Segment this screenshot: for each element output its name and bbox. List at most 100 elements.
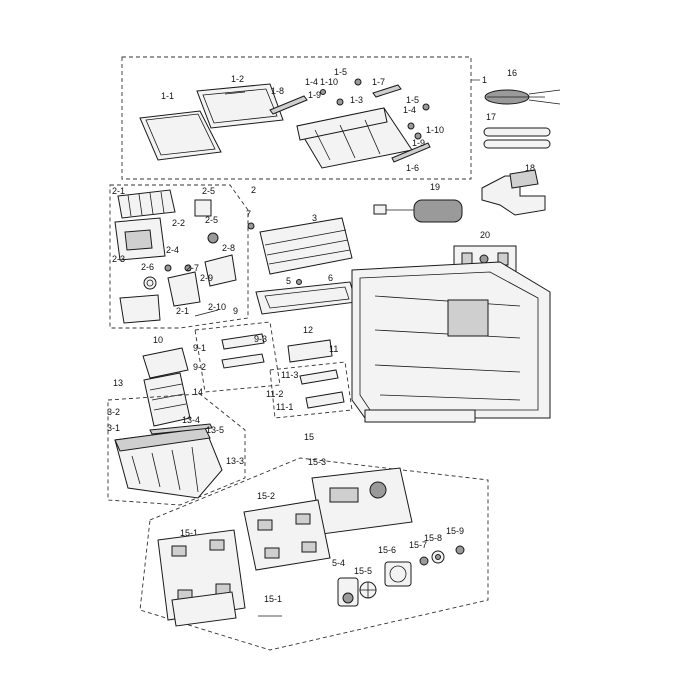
label-19: 19 <box>430 182 440 192</box>
label-9-3: 9-3 <box>254 334 267 344</box>
part-11-1[interactable] <box>305 391 345 409</box>
drain-heater-17[interactable] <box>483 127 551 149</box>
label-1-3: 1-3 <box>350 95 363 105</box>
label-15-7: 15-7 <box>409 540 427 550</box>
label-2-10: 2-10 <box>208 302 226 312</box>
label-2-6: 2-6 <box>141 262 154 272</box>
label-14: 14 <box>193 387 203 397</box>
label-11-2: 11-2 <box>266 389 283 399</box>
ice-maker-cover[interactable] <box>167 271 201 307</box>
label-11-1: 11-1 <box>276 402 293 412</box>
label-5: 5 <box>286 276 291 286</box>
label-1-9b: 1-9 <box>412 138 425 148</box>
label-1-10a: 1-10 <box>320 77 338 87</box>
label-1-4a: 1-4 <box>305 77 318 87</box>
label-15-9: 15-9 <box>446 526 464 536</box>
door-rail-lower[interactable] <box>391 142 431 163</box>
label-1-5a: 1-5 <box>334 67 347 77</box>
label-7: 7 <box>246 209 251 219</box>
ice-tray-assembly[interactable] <box>117 189 176 219</box>
label-15-2: 15-2 <box>257 491 275 501</box>
label-1: 1 <box>482 75 487 85</box>
evaporator-coil[interactable] <box>259 217 353 275</box>
label-20: 20 <box>480 230 490 240</box>
door-handle-bar[interactable] <box>372 84 402 98</box>
fan-motor-15-4[interactable] <box>337 577 359 607</box>
part-12[interactable] <box>287 339 333 363</box>
label-1-7: 1-7 <box>372 77 385 87</box>
drain-pan-6[interactable] <box>255 281 357 315</box>
label-15-5: 15-5 <box>354 566 372 576</box>
group-1-dashed-boundary <box>121 56 472 180</box>
cap-screws <box>320 78 430 140</box>
label-2-3: 2-3 <box>112 254 125 264</box>
ice-auger-part[interactable] <box>143 276 157 290</box>
ice-maker-module[interactable] <box>204 254 237 287</box>
label-9-1: 9-1 <box>193 343 206 353</box>
label-11-3: 11-3 <box>281 370 298 380</box>
label-9-2: 9-2 <box>193 362 206 372</box>
bushing-15-8[interactable] <box>431 550 445 564</box>
cap-15-9[interactable] <box>455 545 465 555</box>
ice-maker-motor-housing[interactable] <box>114 217 166 261</box>
control-panel-15-2[interactable] <box>243 499 331 571</box>
label-13-3: 13-3 <box>226 456 244 466</box>
label-1-1: 1-1 <box>161 91 174 101</box>
label-1-9a: 1-9 <box>308 90 321 100</box>
label-1-6: 1-6 <box>406 163 419 173</box>
label-2: 2 <box>251 185 256 195</box>
label-15-3: 15-3 <box>308 457 326 467</box>
label-3-2: 3-2 <box>107 407 120 417</box>
label-12: 12 <box>303 325 313 335</box>
label-2-5a: 2-5 <box>202 186 215 196</box>
label-18: 18 <box>525 163 535 173</box>
icemaker-small-parts <box>164 199 219 317</box>
label-15-1a: 15-1 <box>180 528 198 538</box>
label-3-1: 3-1 <box>107 423 120 433</box>
screw-7 <box>247 222 255 230</box>
door-shelf-rail[interactable] <box>269 95 308 115</box>
label-9: 9 <box>233 306 238 316</box>
group-15-dashed-boundary <box>139 457 489 651</box>
part-9-2[interactable] <box>221 353 265 369</box>
label-5-4: 5-4 <box>332 558 345 568</box>
fan-housing-15-6[interactable] <box>384 561 412 587</box>
label-1-5b: 1-5 <box>406 95 419 105</box>
label-15: 15 <box>304 432 314 442</box>
label-1-4b: 1-4 <box>403 105 416 115</box>
group-13-dashed-boundary <box>107 393 246 506</box>
cover-bracket-18[interactable] <box>481 169 546 216</box>
part-11-3[interactable] <box>299 369 339 385</box>
grommet-15-7[interactable] <box>419 556 429 566</box>
label-15-8: 15-8 <box>424 533 442 543</box>
part-9-1[interactable] <box>221 333 265 350</box>
label-13: 13 <box>113 378 123 388</box>
label-13-4: 13-4 <box>182 415 200 425</box>
label-1-10b: 1-10 <box>426 125 444 135</box>
door-shelf-front-panel[interactable] <box>139 110 222 161</box>
label-13-5: 13-5 <box>206 425 224 435</box>
sensor-harness-19[interactable] <box>373 199 463 223</box>
label-2-4: 2-4 <box>166 245 179 255</box>
door-panel-15-1[interactable] <box>157 529 246 627</box>
label-6: 6 <box>328 273 333 283</box>
drawer-rail-13-4[interactable] <box>149 423 213 435</box>
shelf-10[interactable] <box>142 347 189 379</box>
back-panel-15-3[interactable] <box>311 467 413 535</box>
label-16: 16 <box>507 68 517 78</box>
fan-blade-15-5[interactable] <box>359 581 377 599</box>
label-2-7: 2-7 <box>186 263 199 273</box>
label-11: 11 <box>329 344 338 354</box>
label-2-2: 2-2 <box>172 218 185 228</box>
door-basket-frame[interactable] <box>296 107 413 169</box>
crisper-drawer-13[interactable] <box>114 427 223 499</box>
door-shelf-trim-panel[interactable] <box>196 83 284 129</box>
label-15-1b: 15-1 <box>264 594 282 604</box>
heater-cord-16[interactable] <box>484 89 561 105</box>
label-2-9: 2-9 <box>200 273 213 283</box>
label-1-8: 1-8 <box>271 86 284 96</box>
label-2-5b: 2-5 <box>205 215 218 225</box>
ice-bucket[interactable] <box>119 294 161 324</box>
refrigerator-cabinet[interactable] <box>351 261 551 423</box>
